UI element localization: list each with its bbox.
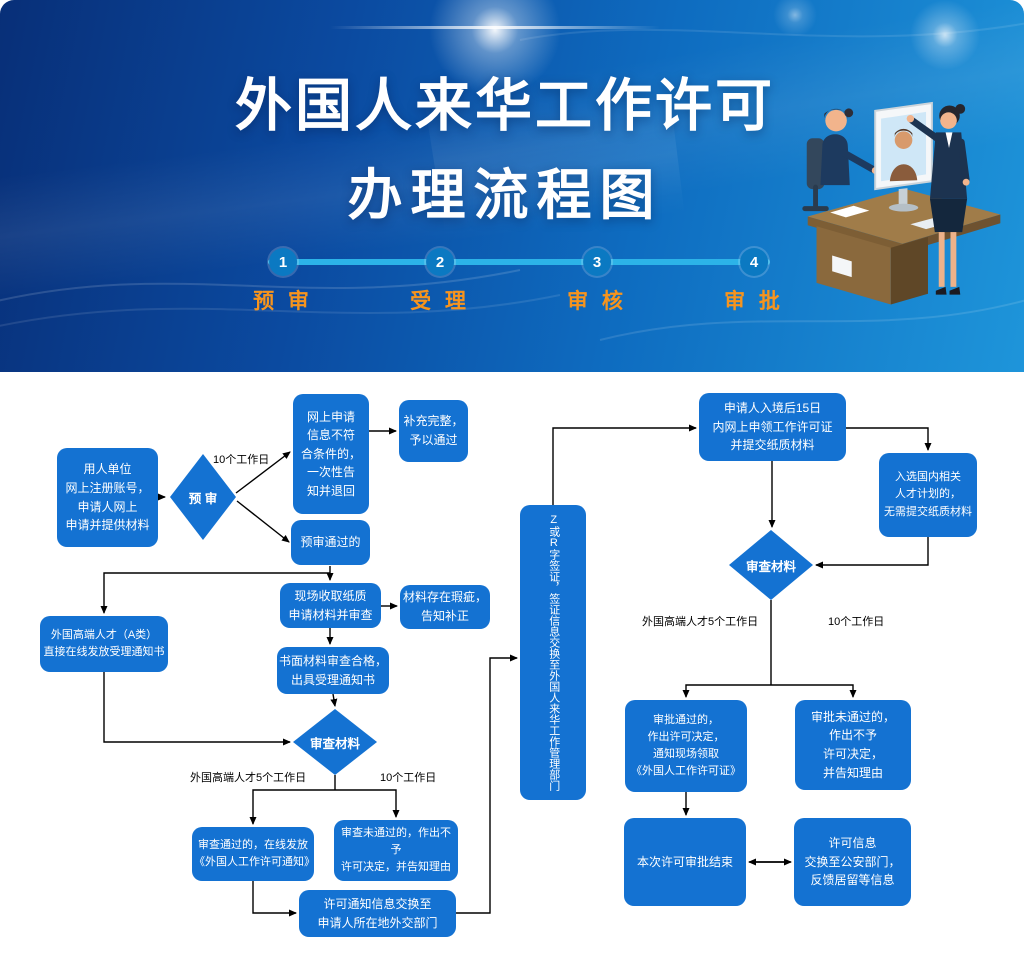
lens-flare-tiny (770, 0, 820, 40)
lens-flare-small (905, 0, 985, 75)
step-2-circle: 2 (426, 248, 454, 276)
node-notice-exchange: 许可通知信息交换至 申请人所在地外交部门 (299, 890, 456, 937)
step-4-label: 审 批 (724, 290, 784, 313)
progress-steps: 1 预 审 2 受 理 3 审 核 4 审 批 (0, 248, 1024, 338)
node-review-passed: 审查通过的，在线发放 《外国人工作许可通知》 (192, 827, 315, 881)
node-review-rejected: 审查未通过的，作出不予 许可决定，并告知理由 (334, 820, 458, 881)
node-approve-rejected: 审批未通过的， 作出不予 许可决定， 并告知理由 (795, 700, 911, 790)
node-talent-a-online: 外国高端人才（A类） 直接在线发放受理通知书 (40, 616, 168, 672)
node-flawed-material: 材料存在瑕疵， 告知补正 (400, 585, 490, 629)
step-1-circle: 1 (269, 248, 297, 276)
node-approval-end: 本次许可审批结束 (624, 818, 746, 906)
label-ten-days-right: 10个工作日 (828, 616, 885, 628)
node-visa-exchange: Z或R字签证，签证信息交换至外国人来华工作管理部门 (520, 505, 586, 800)
step-3-circle: 3 (583, 248, 611, 276)
step-2-number: 2 (435, 253, 445, 271)
lens-flare-streak (330, 26, 660, 29)
step-3-number: 3 (592, 253, 602, 271)
node-accept-notice: 书面材料审查合格， 出具受理通知书 (277, 647, 389, 694)
step-2-label: 受 理 (410, 290, 470, 313)
step-4: 4 审 批 (724, 248, 784, 315)
node-not-qualified: 网上申请 信息不符 合条件的， 一次性告 知并退回 (293, 394, 369, 514)
office-chair (802, 138, 829, 212)
node-register: 用人单位 网上注册账号， 申请人网上 申请并提供材料 (57, 448, 158, 547)
banner: 外国人来华工作许可 办理流程图 1 预 审 2 受 理 3 审 核 4 审 批 (0, 0, 1024, 372)
step-3-label: 审 核 (567, 290, 627, 313)
banner-decorative-waves (0, 22, 1024, 341)
node-info-to-police: 许可信息 交换至公安部门， 反馈居留等信息 (794, 818, 911, 906)
step-1-number: 1 (278, 253, 288, 271)
node-review-material-right: 审查材料 (729, 530, 813, 600)
office-illustration (802, 101, 1001, 305)
node-entry-apply: 申请人入境后15日 内网上申领工作许可证 并提交纸质材料 (699, 393, 846, 461)
steps-connector-line (268, 259, 770, 265)
step-1: 1 预 审 (253, 248, 313, 315)
step-4-number: 4 (749, 253, 759, 271)
label-ten-days-left: 10个工作日 (380, 772, 437, 784)
banner-title-line2: 办理流程图 (347, 164, 663, 226)
step-1-label: 预 审 (253, 290, 313, 313)
standing-person (906, 104, 970, 295)
step-2: 2 受 理 (410, 248, 470, 315)
banner-title: 外国人来华工作许可 办理流程图 (0, 60, 1010, 230)
banner-title-line1: 外国人来华工作许可 (235, 74, 775, 138)
seated-person (820, 108, 879, 186)
label-talent-5-right: 外国高端人才5个工作日 (642, 616, 759, 628)
label-ten-days-pre: 10个工作日 (213, 454, 270, 466)
step-4-circle: 4 (740, 248, 768, 276)
node-approve-passed: 审批通过的， 作出许可决定， 通知现场领取 《外国人工作许可证》 (625, 700, 747, 792)
label-talent-5-left: 外国高端人才5个工作日 (190, 772, 307, 784)
node-review-material-left: 审查材料 (293, 709, 377, 775)
node-supplement-pass: 补充完整， 予以通过 (399, 400, 468, 462)
node-pre-review-passed: 预审通过的 (291, 520, 370, 565)
node-collect-paper: 现场收取纸质 申请材料并审查 (280, 583, 381, 628)
node-talent-plan: 入选国内相关 人才计划的， 无需提交纸质材料 (879, 453, 977, 537)
step-3: 3 审 核 (567, 248, 627, 315)
